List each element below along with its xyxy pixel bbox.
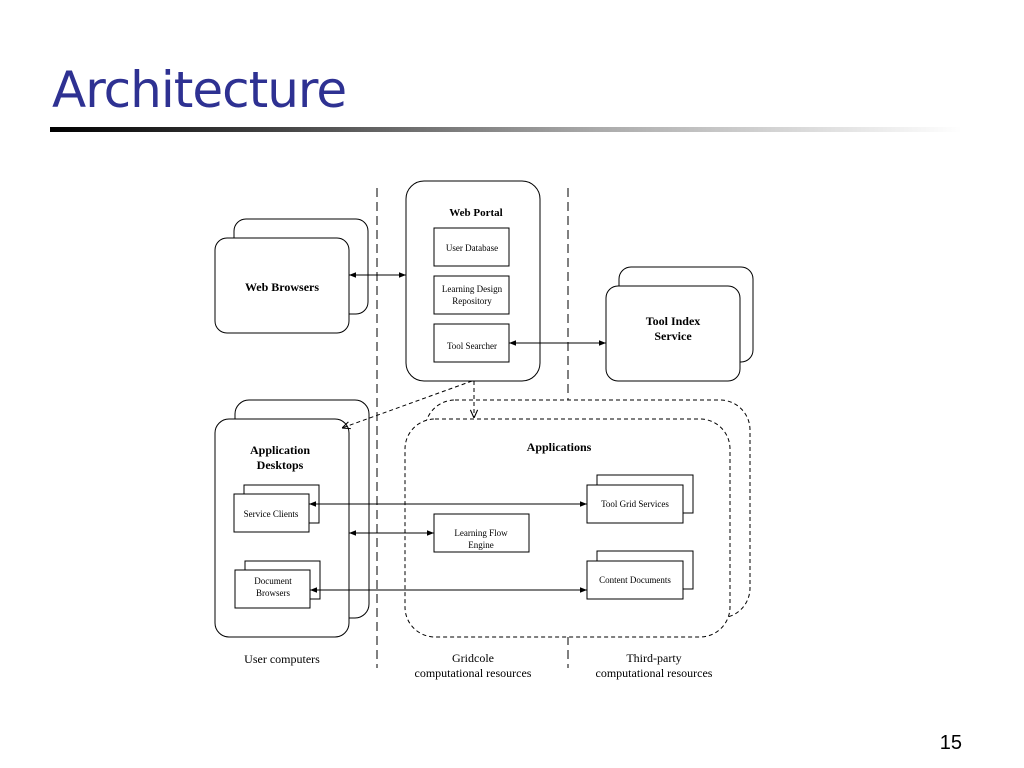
zone-label-gridcole-2: computational resources — [415, 666, 532, 680]
service-clients-box — [233, 493, 310, 533]
tool-index-service-node: Tool Index Service — [605, 266, 754, 382]
tool-index-service-label-2: Service — [654, 329, 692, 343]
portal-desktops-dashed-arrow — [342, 380, 473, 428]
title-underline — [50, 127, 962, 132]
page-number: 15 — [939, 732, 962, 754]
document-browsers-box — [234, 569, 311, 609]
web-portal-node: Web Portal User Database Learning Design… — [405, 180, 541, 382]
user-database-label: User Database — [446, 243, 498, 253]
application-desktops-node: Application Desktops Service Clients Doc… — [214, 399, 370, 638]
learning-flow-engine-label-2: Engine — [468, 540, 494, 550]
tool-searcher-label: Tool Searcher — [447, 341, 497, 351]
application-desktops-title-1: Application — [250, 443, 310, 457]
tool-index-service-label-1: Tool Index — [646, 314, 701, 328]
web-portal-title: Web Portal — [449, 207, 502, 219]
content-documents-label: Content Documents — [599, 575, 671, 585]
content-documents-box — [586, 560, 684, 600]
learning-flow-engine-label-1: Learning Flow — [454, 528, 508, 538]
learning-design-repository-label-1: Learning Design — [442, 284, 503, 294]
zone-label-user: User computers — [244, 652, 320, 666]
slide-title: Architecture — [52, 61, 347, 119]
learning-flow-engine-box — [433, 513, 530, 553]
learning-design-repository-label-2: Repository — [452, 296, 492, 306]
applications-node: Applications Learning Flow Engine Tool G… — [404, 399, 751, 638]
application-desktops-title-2: Desktops — [257, 458, 304, 472]
user-database-box — [433, 227, 510, 267]
zone-label-third-party-2: computational resources — [596, 666, 713, 680]
tool-grid-services-box — [586, 484, 684, 524]
applications-title: Applications — [527, 440, 592, 454]
zone-label-gridcole-1: Gridcole — [452, 651, 494, 665]
service-clients-label: Service Clients — [244, 509, 299, 519]
document-browsers-label-2: Browsers — [256, 588, 290, 598]
tool-grid-services-label: Tool Grid Services — [601, 499, 669, 509]
web-browsers-node: Web Browsers — [214, 218, 369, 334]
learning-design-repository-box — [433, 275, 510, 315]
document-browsers-label-1: Document — [254, 576, 292, 586]
web-browsers-label: Web Browsers — [245, 280, 319, 294]
zone-label-third-party-1: Third-party — [626, 651, 681, 665]
